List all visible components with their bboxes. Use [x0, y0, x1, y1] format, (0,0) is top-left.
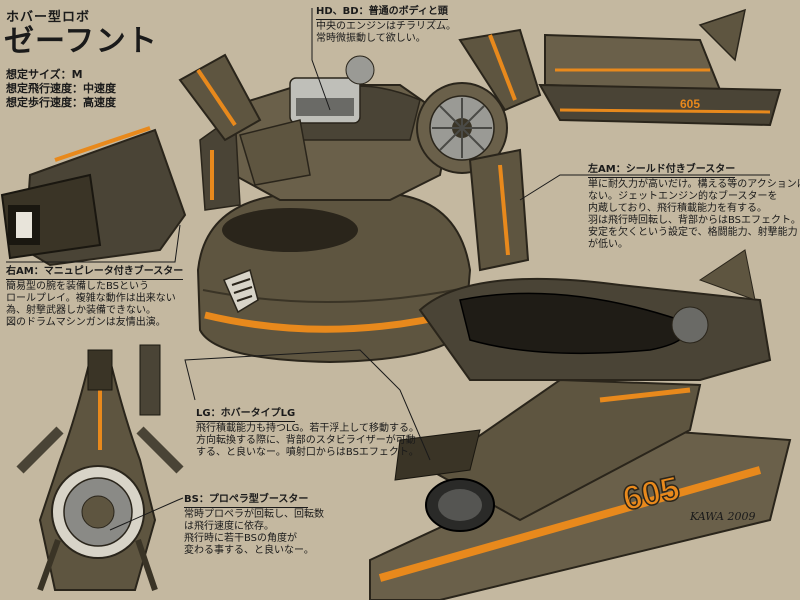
note-hd-bd-heading: HD、BD：普通のボディと頭 [316, 6, 448, 20]
note-hd-bd: HD、BD：普通のボディと頭 中央のエンジンはチラリズム。 常時微振動して欲しい… [316, 6, 456, 45]
note-line: 中央のエンジンはチラリズム。 [316, 21, 456, 32]
spec-size: 想定サイズ：M [6, 68, 83, 81]
note-line: 内蔵しており、飛行積載能力を有する。 [588, 203, 767, 214]
hover-legs-robot: 605 [369, 249, 792, 600]
note-line: 単に耐久力が高いだけ。構える等のアクションは [588, 179, 800, 190]
note-lg-heading: LG：ホバータイプLG [196, 408, 296, 422]
note-line: 為、射撃武器しか装備できない。 [6, 305, 156, 316]
note-line: が低い。 [588, 239, 628, 250]
note-line: 飛行時に若干BSの角度が [184, 533, 298, 544]
note-line: 安定を欠くという設定で、格闘能力、射撃能力 [588, 227, 798, 238]
note-line: ロールプレイ。複雑な動作は出来ない [6, 293, 176, 304]
artist-signature: KAWA 2009 [690, 510, 756, 523]
note-bs-heading: BS：プロペラ型ブースター [184, 494, 309, 508]
note-line: 常時微振動して欲しい。 [316, 33, 426, 44]
spec-list: 想定サイズ：M 想定飛行速度：中速度 想定歩行速度：高速度 [6, 68, 116, 110]
robot-name-title: ゼーフント [4, 24, 158, 59]
side-view-robot: 605 [538, 8, 782, 127]
leader-lines [6, 8, 770, 531]
spec-walk-speed: 想定歩行速度：高速度 [6, 96, 116, 109]
side-view-hull-number: 605 [680, 97, 700, 111]
top-view-robot [16, 344, 184, 592]
note-line: 羽は飛行時回転し、背部からはBSエフェクト。 [588, 215, 800, 226]
note-line: 図のドラムマシンガンは友情出演。 [6, 317, 166, 328]
note-lg: LG：ホバータイプLG 飛行積載能力も持つLG。若干浮上して移動する。 方向転換… [196, 408, 419, 459]
note-line: 常時プロペラが回転し、回転数 [184, 509, 324, 520]
spec-flight-speed: 想定飛行速度：中速度 [6, 82, 116, 95]
note-line: ない。ジェットエンジン的なブースターを [588, 191, 778, 202]
note-line: 変わる事する、と良いなー。 [184, 545, 314, 556]
note-line: 飛行積載能力も持つLG。若干浮上して移動する。 [196, 423, 420, 434]
note-right-am: 右AM：マニュピレータ付きブースター 簡易型の腕を装備したBSという ロールプレ… [6, 266, 184, 329]
note-right-am-heading: 右AM：マニュピレータ付きブースター [6, 266, 184, 280]
note-left-am: 左AM：シールド付きブースター 単に耐久力が高いだけ。構える等のアクションは な… [588, 164, 800, 251]
note-line: する、と良いなー。噴射口からはBSエフェクト。 [196, 447, 419, 458]
note-left-am-heading: 左AM：シールド付きブースター [588, 164, 736, 178]
front-view-robot [0, 28, 542, 364]
note-line: 簡易型の腕を装備したBSという [6, 281, 150, 292]
note-line: 方向転換する際に、背部のスタビライザーが可動 [196, 435, 416, 446]
note-line: は飛行速度に依存。 [184, 521, 274, 532]
robot-type-subtitle: ホバー型ロボ [6, 10, 91, 25]
note-bs: BS：プロペラ型ブースター 常時プロペラが回転し、回転数 は飛行速度に依存。 飛… [184, 494, 324, 557]
